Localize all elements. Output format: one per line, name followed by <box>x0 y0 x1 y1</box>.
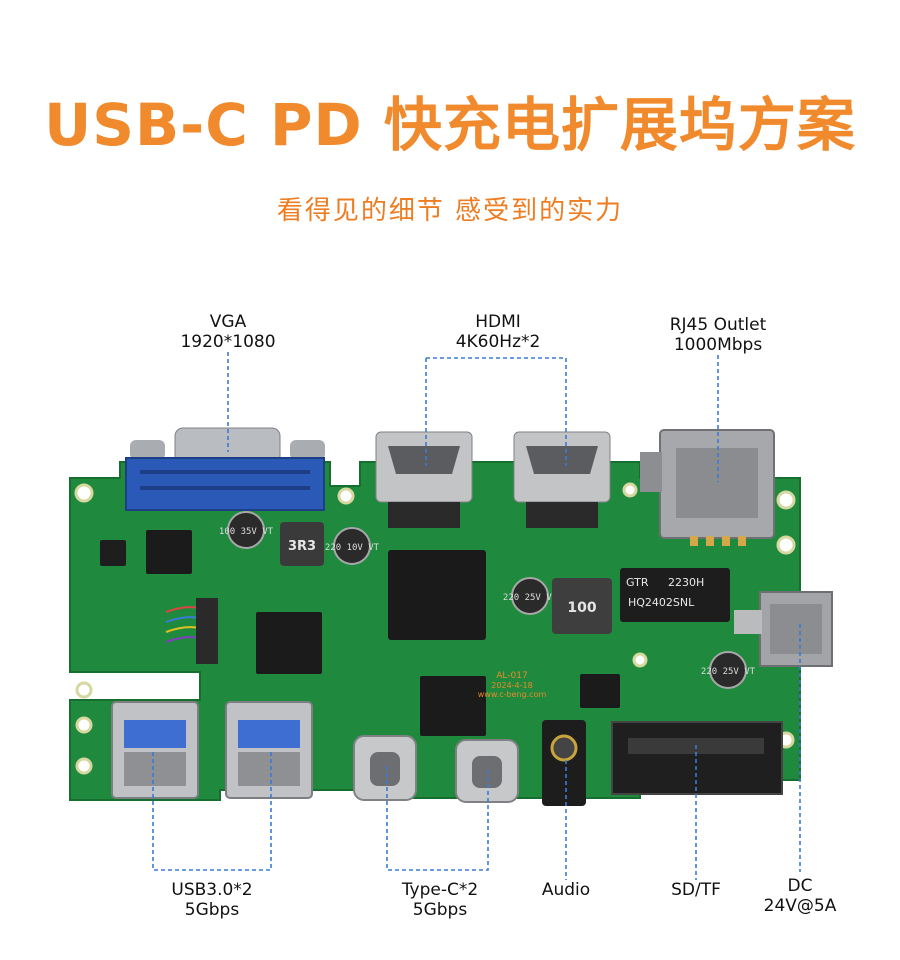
chip-2 <box>420 676 486 736</box>
label-rj45: RJ45 Outlet 1000Mbps <box>640 315 796 355</box>
hdmi-connector-2 <box>513 431 611 528</box>
chip-5 <box>580 674 620 708</box>
chip-6 <box>100 540 126 566</box>
label-hdmi: HDMI 4K60Hz*2 <box>420 312 576 352</box>
label-dc-name: DC <box>787 876 813 896</box>
label-typec: Type-C*2 5Gbps <box>360 880 520 920</box>
sd-card-slot <box>611 721 783 795</box>
leader-lines <box>152 352 801 880</box>
label-usb-name: USB3.0*2 <box>171 880 253 900</box>
label-vga-name: VGA <box>209 312 247 332</box>
magnetics-brand: GTR <box>626 576 649 589</box>
capacitor-4 <box>709 651 747 689</box>
vga-connector-base <box>125 457 325 511</box>
capacitor-3 <box>511 577 549 615</box>
capacitor-2 <box>333 527 371 565</box>
silk-model: AL-017 <box>496 671 527 681</box>
page-subtitle: 看得见的细节 感受到的实力 <box>276 196 624 226</box>
label-rj45-name: RJ45 Outlet <box>669 315 767 335</box>
label-vga-spec: 1920*1080 <box>180 332 276 352</box>
label-sd: SD/TF <box>642 880 750 900</box>
capacitor-4-label: 220 25V VT <box>701 667 756 677</box>
usb-a-port-1 <box>111 701 199 799</box>
label-vga: VGA 1920*1080 <box>150 312 306 352</box>
label-audio-name: Audio <box>541 880 591 900</box>
inductor-1 <box>280 522 324 566</box>
inductor-1-label: 3R3 <box>288 539 316 554</box>
magnetics-part: HQ2402SNL <box>628 596 695 609</box>
magnetics-code: 2230H <box>668 576 704 589</box>
silk-date: 2024-4-18 <box>491 681 532 690</box>
lan-magnetics <box>620 568 730 622</box>
label-audio: Audio <box>510 880 622 900</box>
hdmi-connector-1 <box>375 431 473 528</box>
inductor-2-label: 100 <box>567 600 596 616</box>
main-chip <box>388 550 486 640</box>
label-sd-name: SD/TF <box>671 880 721 900</box>
silk-url: www.c-beng.com <box>478 690 547 699</box>
capacitor-1-label: 100 35V VT <box>219 527 274 537</box>
label-usb: USB3.0*2 5Gbps <box>132 880 292 920</box>
type-c-port-1 <box>353 735 417 801</box>
audio-jack <box>542 720 586 806</box>
chip-4 <box>146 530 192 574</box>
label-usb-spec: 5Gbps <box>184 900 240 920</box>
label-rj45-spec: 1000Mbps <box>673 335 763 355</box>
page-title: USB-C PD 快充电扩展坞方案 <box>44 91 856 159</box>
usb-a-port-2 <box>225 701 313 799</box>
label-hdmi-name: HDMI <box>475 312 521 332</box>
type-c-port-2 <box>455 739 519 803</box>
capacitor-3-label: 220 25V VT <box>503 593 558 603</box>
label-dc-spec: 24V@5A <box>763 896 837 916</box>
capacitor-1 <box>227 511 265 549</box>
chip-3 <box>256 612 322 674</box>
label-dc: DC 24V@5A <box>744 876 856 916</box>
label-typec-name: Type-C*2 <box>401 880 479 900</box>
inductor-2 <box>552 578 612 634</box>
label-hdmi-spec: 4K60Hz*2 <box>455 332 541 352</box>
capacitor-2-label: 220 10V VT <box>325 543 380 553</box>
label-typec-spec: 5Gbps <box>412 900 468 920</box>
